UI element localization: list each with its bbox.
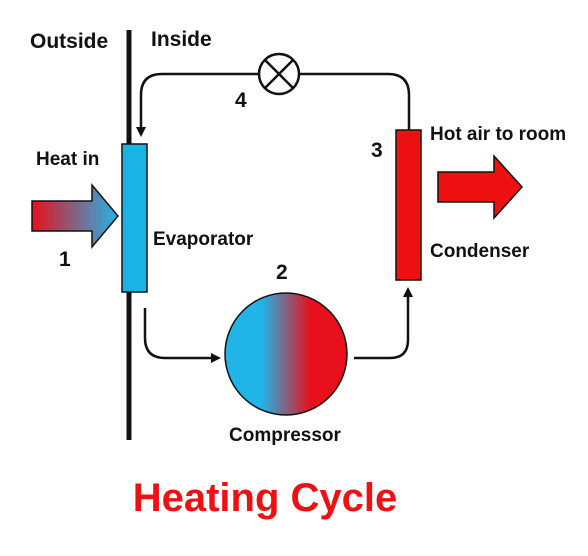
diagram-title: Heating Cycle xyxy=(133,476,398,520)
heat-in-label: Heat in xyxy=(36,149,99,170)
heat-in-arrow xyxy=(31,182,119,250)
condenser-label: Condenser xyxy=(430,241,530,262)
hot-air-label: Hot air to room xyxy=(430,124,566,145)
outside-label: Outside xyxy=(30,30,108,53)
pipe-condenser-to-valve xyxy=(300,72,411,130)
evaporator-coil xyxy=(121,143,148,293)
step-3-label: 3 xyxy=(371,139,383,162)
compressor-circle xyxy=(224,292,348,416)
expansion-valve-icon xyxy=(257,52,301,96)
step-1-label: 1 xyxy=(59,248,71,271)
pipe-valve-to-evaporator xyxy=(136,72,259,137)
condenser-coil xyxy=(395,129,422,281)
evaporator-label: Evaporator xyxy=(153,229,254,250)
pipe-compressor-to-condenser xyxy=(354,287,413,360)
step-4-label: 4 xyxy=(235,89,247,112)
step-2-label: 2 xyxy=(276,261,288,284)
pipe-evaporator-to-compressor xyxy=(143,308,221,363)
compressor-label: Compressor xyxy=(229,425,342,446)
inside-label: Inside xyxy=(151,28,212,51)
hot-air-arrow xyxy=(437,154,524,220)
